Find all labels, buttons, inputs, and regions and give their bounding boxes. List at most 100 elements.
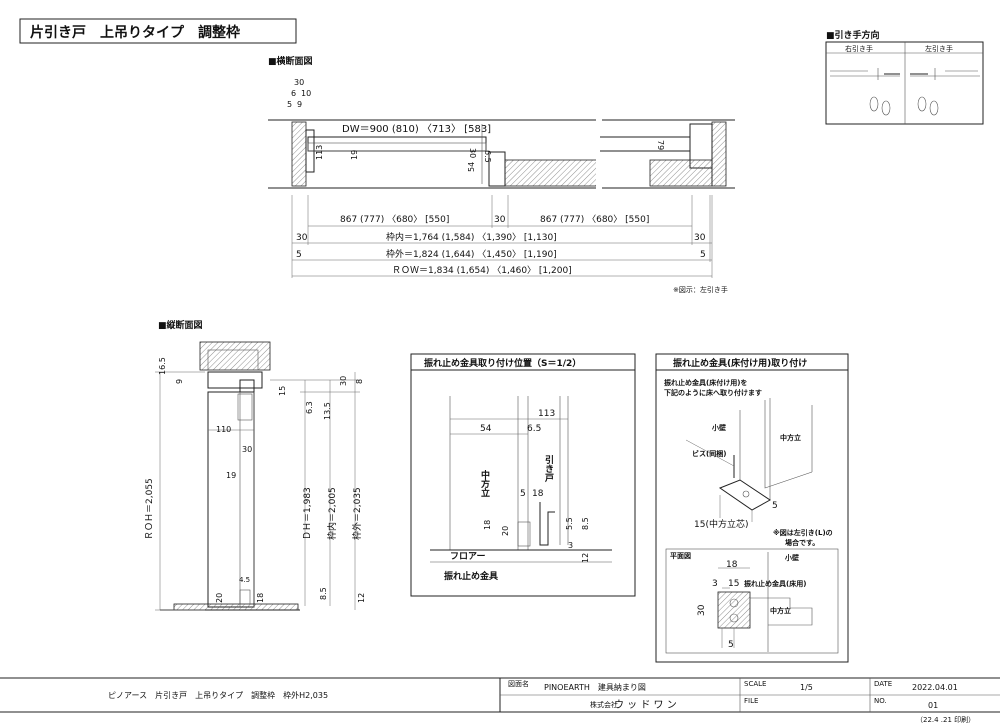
plan-panel-right: 867 (777) 〈680〉 [550] <box>540 214 649 225</box>
tb-scale-label: SCALE <box>744 680 766 688</box>
mount-plan-box <box>665 548 839 654</box>
mount-plan-fitting: 振れ止め金具(床用) <box>744 579 806 588</box>
tb-drawing: PINOEARTH 建具納まり図 <box>544 682 646 692</box>
stopper-post-label: 中方立 <box>479 469 490 497</box>
stopper-mount-title: 振れ止め金具(床付け用)取り付け <box>673 357 807 369</box>
plan-side30-right: 30 <box>694 233 706 243</box>
footprint-icon <box>929 100 939 116</box>
plan-side5-right: 5 <box>700 250 706 260</box>
stopper-pos-drawing <box>430 396 612 563</box>
plan-dim-30: 30 <box>294 78 304 87</box>
tb-product: ピノアース 片引き戸 上吊りタイプ 調整枠 枠外H2,035 <box>108 690 328 700</box>
section-dim-8-5: 8.5 <box>319 587 328 600</box>
mount-wall-label: 小壁 <box>711 423 726 432</box>
section-dim-19: 19 <box>226 471 236 480</box>
stopper-dim-113: 113 <box>538 409 555 419</box>
plan-inner-19: 19 <box>350 150 359 160</box>
stopper-door-label: 引き戸 <box>543 454 554 483</box>
footprint-icon <box>917 96 927 112</box>
stopper-floor-label: フロアー <box>450 551 485 562</box>
tb-no: 01 <box>928 701 938 710</box>
direction-box <box>825 41 984 125</box>
mount-post-label: 中方立 <box>780 433 801 442</box>
section-dim-16-5: 16.5 <box>158 357 167 375</box>
mount-dim-5: 5 <box>772 501 778 511</box>
mount-plan-wall: 小壁 <box>784 553 799 562</box>
section-dim-15: 15 <box>278 386 287 396</box>
mount-screw-label: ビス(同梱) <box>692 449 726 458</box>
mount-plan-title: 平面図 <box>670 551 691 560</box>
section-dim-30: 30 <box>339 376 348 386</box>
section-title: ■縦断面図 <box>158 319 203 331</box>
plan-dimensions <box>291 195 713 278</box>
section-dimensions <box>155 371 360 611</box>
section-dim-13-5: 13.5 <box>323 402 332 420</box>
section-dim-18: 18 <box>256 593 265 603</box>
plan-side30-left: 30 <box>296 233 308 243</box>
section-inner-h: 枠内＝2,005 <box>326 487 338 540</box>
stopper-mount-box <box>655 353 849 663</box>
stopper-dim-6-5: 6.5 <box>527 424 541 434</box>
section-drawing <box>160 341 300 611</box>
plan-dim-10: 10 <box>301 89 311 98</box>
section-dim-9: 9 <box>175 379 184 384</box>
page-title: 片引き戸 上吊りタイプ 調整枠 <box>30 24 240 41</box>
tb-company-label: 株式会社 <box>590 700 618 709</box>
stopper-dim-3: 3 <box>568 541 573 550</box>
mount-plan-post: 中方立 <box>770 606 791 615</box>
plan-side5-left: 5 <box>296 250 302 260</box>
plan-gap: 30 <box>494 215 506 225</box>
stopper-dim-5: 5 <box>520 489 526 499</box>
section-dim-20: 20 <box>215 593 224 603</box>
tb-file-label: FILE <box>744 697 758 705</box>
tb-drawing-label: 図面名 <box>508 679 529 688</box>
plan-row: ＲＯＷ＝1,834 (1,654) 〈1,460〉 [1,200] <box>392 265 572 276</box>
mount-note-l2: 場合です。 <box>785 538 819 547</box>
tb-print-date: （22.4 .21 印刷） <box>916 716 975 724</box>
section-dim-30b: 30 <box>242 445 252 454</box>
tb-company: ウ ッ ド ワ ン <box>614 699 677 711</box>
mount-dim-15: 15(中方立芯) <box>694 518 748 530</box>
plan-outer-width: 枠外＝1,824 (1,644) 〈1,450〉 [1,190] <box>386 248 557 260</box>
direction-right: 右引き手 <box>845 44 873 53</box>
mount-note-l1: ※図は左引き(L)の <box>773 528 833 537</box>
title-block <box>0 677 1000 713</box>
plan-note: ※図示：左引き手 <box>673 285 728 294</box>
stopper-dim-54: 54 <box>480 424 492 434</box>
mount-plan-dim-18: 18 <box>726 560 738 570</box>
footprint-icon <box>869 96 879 112</box>
plan-inner-30: 30 <box>468 148 477 158</box>
stopper-dim-18b: 18 <box>483 520 492 530</box>
section-dim-8: 8 <box>355 379 364 384</box>
plan-inner-113: 113 <box>315 145 324 160</box>
stopper-dim-18a: 18 <box>532 489 544 499</box>
tb-no-label: NO. <box>874 697 887 705</box>
plan-dw: DW＝900 (810) 〈713〉 [583] <box>342 123 491 135</box>
direction-diagram-left <box>910 68 980 116</box>
section-dh: ＤＨ＝1,983 <box>303 487 313 540</box>
plan-inner-79: 79 <box>656 140 665 150</box>
plan-dim-5: 5 <box>287 100 292 109</box>
stopper-pos-title: 振れ止め金具取り付け位置（S＝1/2） <box>424 357 581 369</box>
footprint-icon <box>881 100 891 116</box>
mount-plan-dim-15: 15 <box>728 579 739 589</box>
stopper-pos-box <box>410 353 636 597</box>
tb-scale: 1/5 <box>800 683 813 692</box>
direction-left: 左引き手 <box>925 44 953 53</box>
plan-dim-9: 9 <box>297 100 302 109</box>
plan-panel-left: 867 (777) 〈680〉 [550] <box>340 214 449 225</box>
section-dim-4-5: 4.5 <box>239 576 250 584</box>
mount-plan-dim-30: 30 <box>697 604 707 616</box>
section-dim-6-3: 6.3 <box>305 401 314 414</box>
direction-title: ■引き手方向 <box>826 29 880 41</box>
stopper-mount-note2: 下記のように床へ取り付けます <box>664 388 762 397</box>
plan-inner-width: 枠内＝1,764 (1,584) 〈1,390〉 [1,130] <box>386 231 557 243</box>
stopper-dim-12: 12 <box>581 553 590 563</box>
tb-date-label: DATE <box>874 680 892 688</box>
plan-inner-6-5: 6.5 <box>483 150 492 163</box>
section-roh: ＲＯＨ＝2,055 <box>145 478 155 540</box>
stopper-mount-iso <box>685 398 813 522</box>
direction-diagram-right <box>830 68 900 116</box>
mount-plan-drawing <box>717 552 813 652</box>
